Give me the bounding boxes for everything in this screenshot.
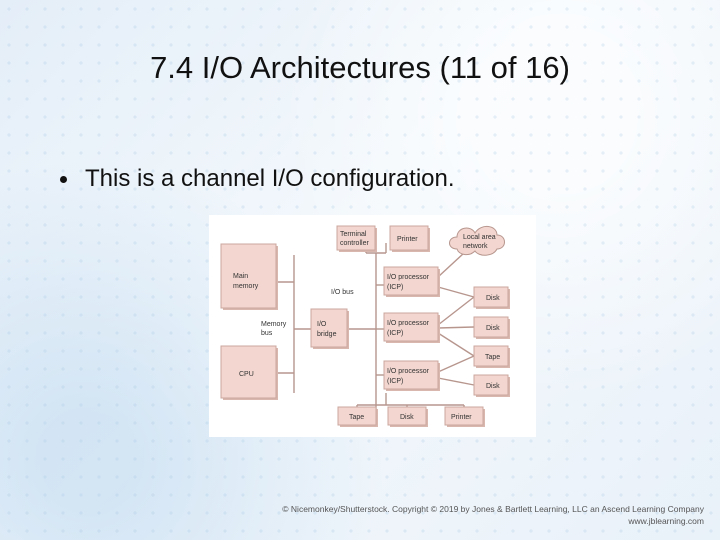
main-memory-box: Main memory (220, 243, 278, 310)
iop3-disk-line (437, 377, 475, 386)
io-bridge-label-2: bridge (317, 331, 337, 338)
main-memory-label-1: Main (233, 273, 248, 280)
credit-line-1: © Nicemonkey/Shutterstock. Copyright © 2… (282, 504, 704, 514)
iop3-tape-line (437, 355, 475, 373)
io-bridge-box: I/O bridge (310, 308, 349, 349)
terminal-label-1: Terminal (340, 231, 367, 238)
lan-cloud-icon: Local area network (449, 226, 505, 256)
cpu-box: CPU (220, 345, 278, 400)
credit-line-2: www.jblearning.com (628, 516, 704, 526)
channel-io-diagram: Main memory CPU Memory bus I/O bridge I/… (209, 215, 536, 437)
tape-right-label: Tape (485, 354, 500, 361)
io-processor-3-box: I/O processor (ICP) (383, 360, 440, 391)
tape-bottom-label: Tape (349, 414, 364, 421)
disk-3-box: Disk (473, 374, 510, 397)
iop2-tape-line (437, 332, 475, 357)
printer-bottom-box: Printer (444, 406, 485, 427)
memory-bus-label-2: bus (261, 330, 273, 337)
diagram-svg: Main memory CPU Memory bus I/O bridge I/… (220, 225, 510, 427)
io-processor-2-box: I/O processor (ICP) (383, 312, 440, 343)
tape-bottom-box: Tape (337, 406, 378, 427)
printer-top-box: Printer (389, 225, 430, 252)
main-memory-label-2: memory (233, 283, 259, 290)
disk3-label: Disk (486, 383, 500, 390)
lan-label-2: network (463, 243, 488, 250)
disk-bottom-box: Disk (387, 406, 428, 427)
disk-bottom-label: Disk (400, 414, 414, 421)
memory-bus-label-1: Memory (261, 321, 287, 328)
iop2-label-1: I/O processor (387, 320, 430, 327)
bullet-item: This is a channel I/O configuration. (60, 165, 455, 193)
disk-2-box: Disk (473, 316, 510, 339)
io-processor-1-box: I/O processor (ICP) (383, 266, 440, 297)
bullet-dot-icon (60, 175, 67, 183)
io-bus-label: I/O bus (331, 289, 354, 296)
printer-top-label: Printer (397, 236, 418, 243)
bullet-text: This is a channel I/O configuration. (85, 165, 455, 192)
copyright-credit: © Nicemonkey/Shutterstock. Copyright © 2… (282, 503, 704, 527)
disk2-label: Disk (486, 325, 500, 332)
cpu-label: CPU (239, 371, 254, 378)
tape-right-box: Tape (473, 345, 510, 368)
iop1-disk-line (437, 286, 475, 298)
terminal-label-2: controller (340, 240, 369, 247)
iop2-disk2-line (437, 326, 475, 329)
iop2-label-2: (ICP) (387, 330, 403, 337)
disk-1-box: Disk (473, 286, 510, 309)
iop2-disk1-line (437, 296, 475, 326)
iop1-lan-line (437, 252, 465, 278)
disk1-label: Disk (486, 295, 500, 302)
io-bridge-label-1: I/O (317, 321, 327, 328)
iop3-label-1: I/O processor (387, 368, 430, 375)
iop1-label-1: I/O processor (387, 274, 430, 281)
lan-label-1: Local area (463, 234, 496, 241)
terminal-controller-box: Terminal controller (336, 225, 377, 252)
iop3-label-2: (ICP) (387, 378, 403, 385)
iop1-label-2: (ICP) (387, 284, 403, 291)
printer-bottom-label: Printer (451, 414, 472, 421)
slide-title: 7.4 I/O Architectures (11 of 16) (150, 50, 570, 85)
